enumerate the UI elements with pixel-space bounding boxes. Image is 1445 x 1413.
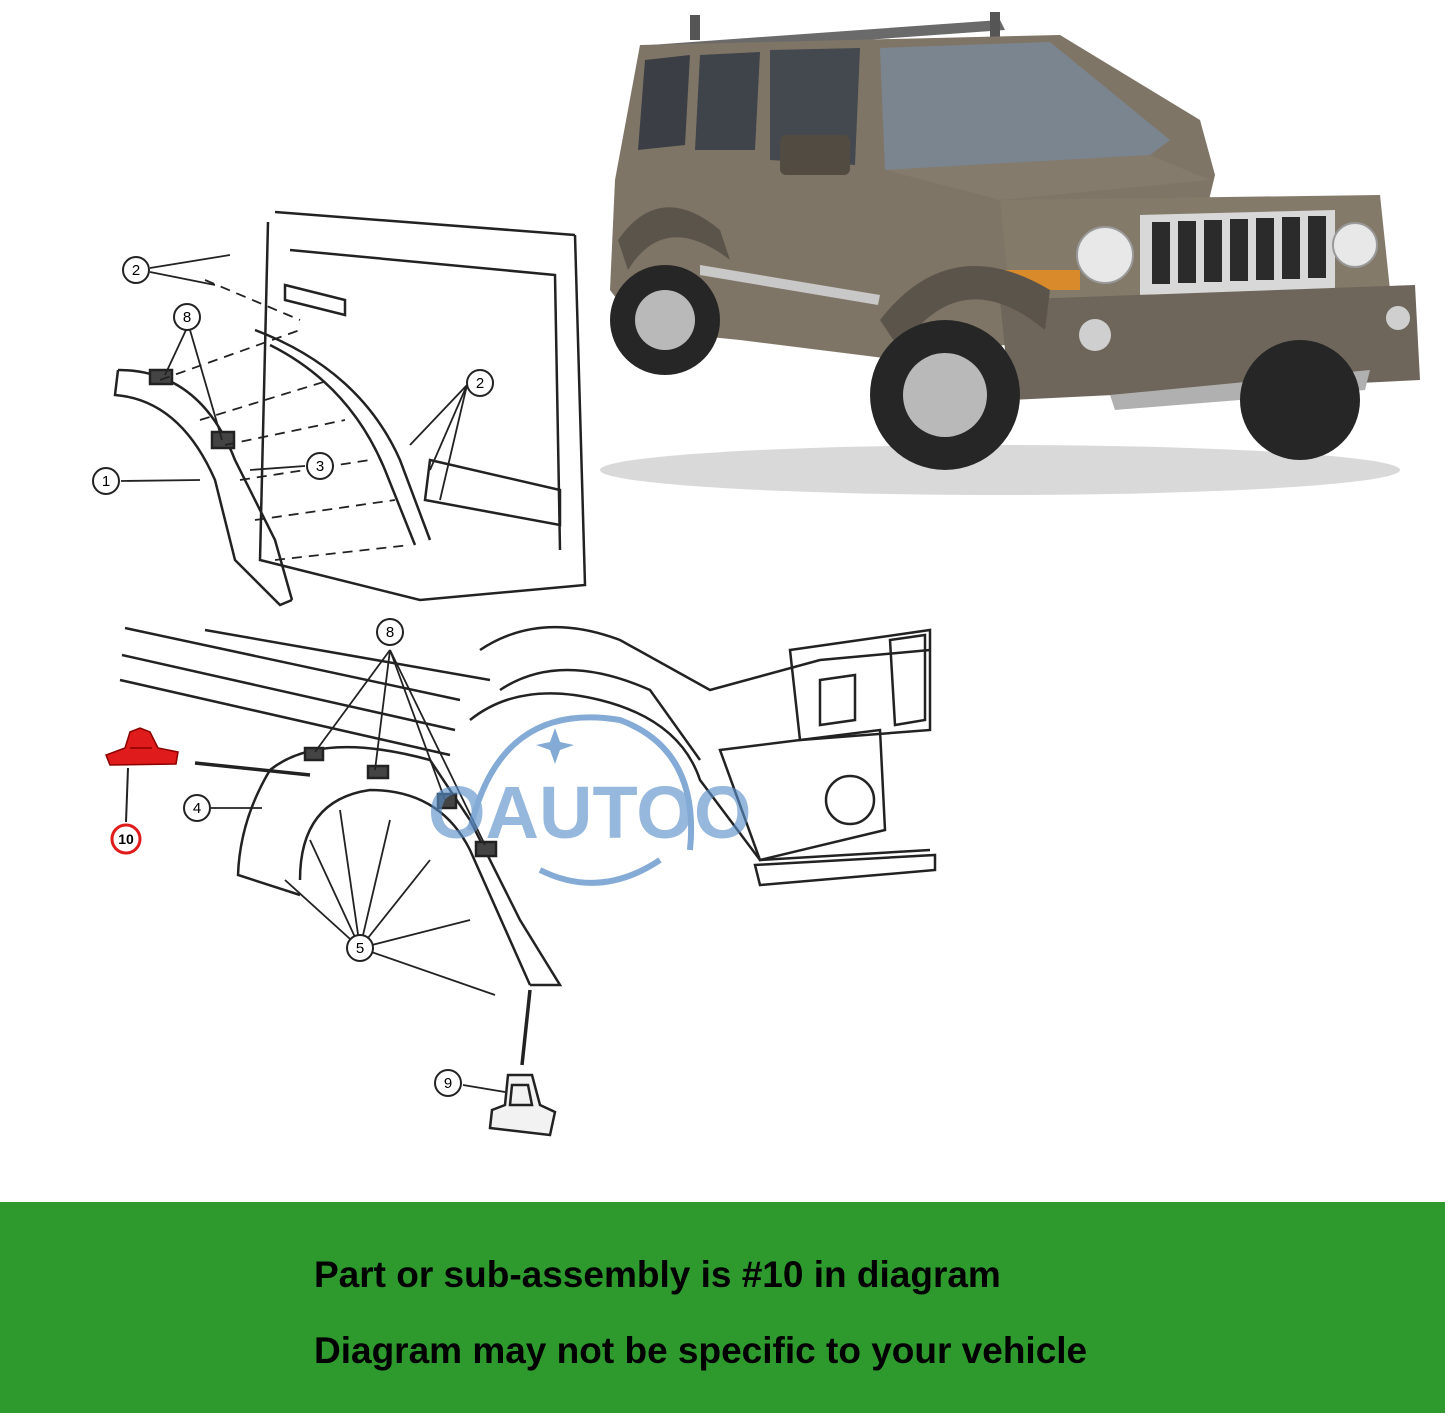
banner-line-disclaimer: Diagram may not be specific to your vehi… <box>314 1330 1088 1371</box>
callout-label: 4 <box>193 800 201 817</box>
rear-fender-flare-diagram <box>113 210 587 607</box>
callout-label: 2 <box>476 375 484 392</box>
callout-5: 5 <box>346 934 374 962</box>
callout-8-lower: 8 <box>376 618 404 646</box>
highlighted-part-10-clip <box>105 727 179 823</box>
oautoo-watermark: OAUTOO <box>428 714 751 886</box>
info-banner: Part or sub-assembly is #10 in diagram D… <box>0 1202 1445 1413</box>
callout-2-door: 2 <box>466 369 494 397</box>
callout-label: 8 <box>386 624 394 641</box>
callout-label: 10 <box>118 831 134 847</box>
callout-label: 2 <box>132 262 140 279</box>
callout-label: 5 <box>356 940 364 957</box>
callout-label: 8 <box>183 309 191 326</box>
callout-9: 9 <box>434 1069 462 1097</box>
callout-10: 10 <box>110 823 142 855</box>
front-fender-flare-diagram <box>119 625 937 1137</box>
callout-label: 3 <box>316 458 324 475</box>
callout-1: 1 <box>92 467 120 495</box>
callout-3: 3 <box>306 452 334 480</box>
callout-4: 4 <box>183 794 211 822</box>
banner-line-part-number: Part or sub-assembly is #10 in diagram <box>314 1254 1001 1295</box>
callout-8-upper: 8 <box>173 303 201 331</box>
callout-label: 9 <box>444 1075 452 1092</box>
callout-label: 1 <box>102 473 110 490</box>
watermark-text: OAUTOO <box>428 771 751 854</box>
callout-2-upper: 2 <box>122 256 150 284</box>
diagram-canvas: OAUTOO 2 8 2 1 3 8 4 <box>92 12 1420 1137</box>
vehicle-photo <box>600 12 1420 495</box>
